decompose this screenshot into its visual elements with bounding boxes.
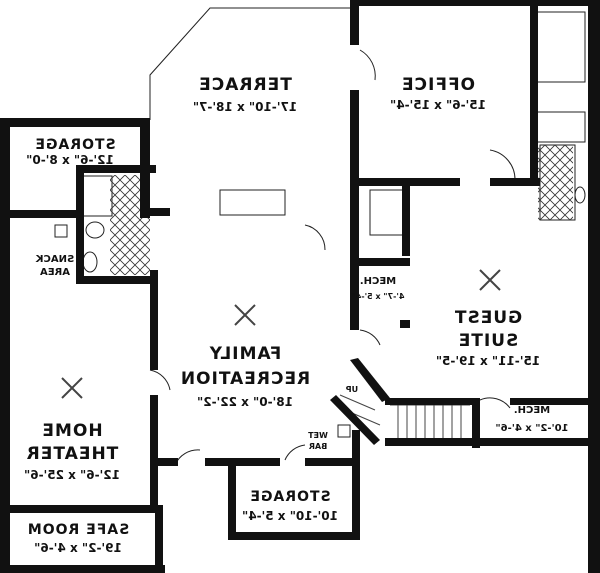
storage-bottom-label: STORAGE: [249, 489, 331, 505]
tub: [534, 111, 586, 143]
mech-small-size: 4'-7" x 5'-4": [351, 292, 405, 301]
fireplace: [219, 189, 286, 216]
wetbar-label-2: BAR: [308, 442, 328, 451]
theater-size: 12'-6" x 25'-6": [23, 468, 121, 482]
storage-top-size: 12'-6" x 8'-0": [26, 153, 114, 167]
shower: [81, 175, 113, 217]
office-label: OFFICE: [400, 75, 476, 95]
mech-large-size: 10'-2" x 4'-6": [495, 423, 569, 434]
family-label-2: RECREATION: [179, 369, 311, 389]
storage-top-label: STORAGE: [34, 137, 116, 153]
toilet: [85, 221, 105, 239]
terrace-label: TERRACE: [198, 75, 292, 95]
sink: [82, 251, 98, 273]
stairs-up-label: UP: [345, 385, 359, 394]
ceiling-fans: [61, 269, 501, 399]
guest-label-2: SUITE: [457, 331, 519, 351]
safe-room-size: 19'-2" x 4'-6": [34, 541, 122, 555]
mech-small-label: MECH.: [359, 276, 397, 287]
safe-room-label: SAFE ROOM: [26, 522, 130, 538]
wetbar-label-1: WET: [308, 431, 328, 440]
storage-bottom-size: 10'-10" x 5'-4": [241, 509, 339, 523]
theater-label-2: THEATER: [25, 444, 119, 464]
guest-label-1: GUEST: [453, 308, 523, 328]
theater-label-1: HOME: [41, 421, 103, 441]
snack-label-2: AREA: [39, 267, 71, 278]
door-swing: [359, 49, 376, 81]
terrace-outline: [149, 7, 352, 120]
mech-large-label: MECH.: [513, 405, 551, 416]
office-size: 15'-6" x 15'-4": [389, 98, 487, 112]
terrace-size: 17'-10" x 18'-7": [192, 100, 298, 114]
guest-size: 15'-11" x 19'-5": [435, 354, 541, 368]
family-size: 18'-0" x 22'-2": [196, 395, 294, 409]
family-label-1: FAMILY: [208, 344, 282, 364]
snack-label-1: SNACK: [35, 254, 75, 265]
